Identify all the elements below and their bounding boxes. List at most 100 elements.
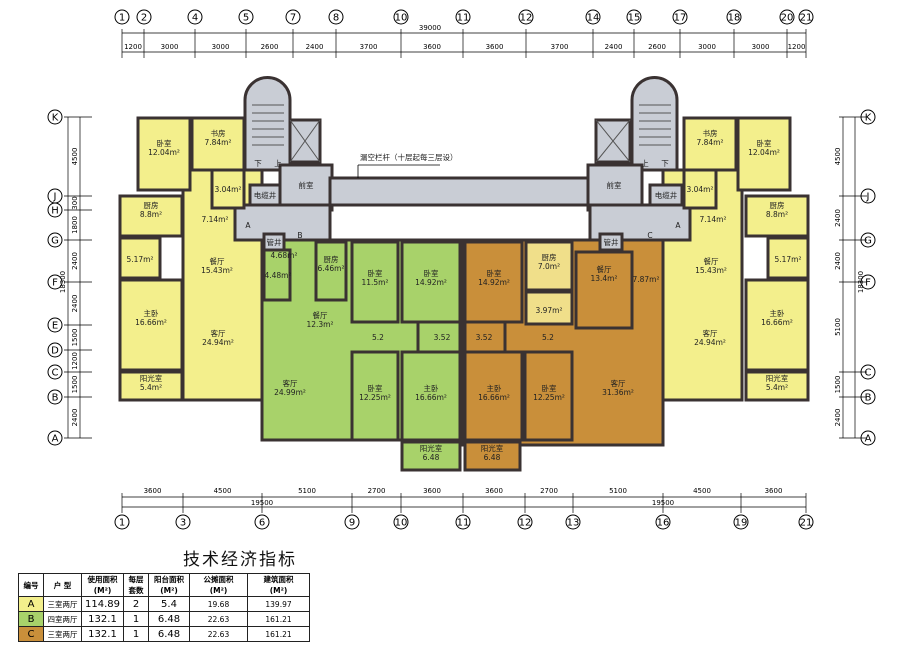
top-axis-bubble	[798, 9, 814, 25]
left-axis-label: B	[52, 393, 59, 404]
room-outline	[400, 240, 462, 324]
core-label: 上	[274, 159, 282, 168]
top-axis-label: 14	[587, 13, 600, 24]
left-dimension-label: 300	[71, 196, 79, 209]
core-left	[233, 76, 692, 252]
room-area: 5.17m²	[774, 255, 801, 264]
top-axis-label: 5	[243, 13, 249, 24]
bottom-axis-label: 3	[180, 518, 186, 529]
room-outline	[463, 350, 524, 442]
rooms: 卧室12.04m²书房7.84m²3.04m²厨房8.8m²5.17m²主卧16…	[118, 116, 810, 472]
row-per-floor: 1	[123, 626, 149, 642]
left-dimension-label: 2400	[71, 409, 79, 427]
top-axis-bubble	[455, 9, 471, 25]
room-outline	[463, 240, 524, 324]
room-area: 14.92m²	[415, 278, 447, 287]
room-area: 16.66m²	[135, 318, 167, 327]
row-balcony: 5.4	[148, 596, 190, 612]
row-id: B	[18, 611, 44, 627]
room-area: 7.84m²	[696, 138, 723, 147]
room-area: 7.0m²	[538, 262, 560, 271]
room-outline	[736, 116, 792, 192]
room-area: 4.68m²	[270, 251, 297, 260]
core-label: 下	[254, 159, 262, 168]
room-outline	[744, 194, 810, 238]
elevator-cross-icon	[289, 119, 631, 163]
core-label: 管井	[267, 237, 282, 247]
row-shared: 22.63	[189, 626, 248, 642]
left-dimension-label: 1200	[71, 352, 79, 370]
header-shared: 公摊面积(M²)	[189, 573, 248, 597]
bottom-axis-bubble	[344, 514, 360, 530]
room-area: 5.4m²	[140, 383, 162, 392]
room-area: 15.43m²	[201, 266, 233, 275]
room-name: 客厅	[211, 328, 226, 338]
bottom-axis-bubble	[655, 514, 671, 530]
corridor	[328, 176, 592, 207]
room-name: 阳光室	[481, 443, 504, 453]
room-outline	[744, 278, 810, 372]
top-axis-bubble	[626, 9, 642, 25]
room-name: 厨房	[542, 252, 557, 262]
room-name: 阳光室	[140, 373, 163, 383]
core-labels: 前室电缆井AB下上前室电缆井CA上下管井管井	[245, 159, 681, 247]
room-name: 主卧	[487, 383, 502, 393]
left-axis-bubble	[47, 202, 63, 218]
room-area: 12.3m²	[306, 320, 333, 329]
left-axis-bubble	[47, 342, 63, 358]
stair-right	[630, 76, 679, 172]
bottom-axis-bubble	[565, 514, 581, 530]
top-dimension-label: 3600	[423, 43, 441, 51]
bottom-total-label: 19500	[251, 499, 273, 507]
front-room-right	[586, 163, 644, 212]
core-label: 上	[641, 159, 649, 168]
room-area: 31.36m²	[602, 388, 634, 397]
room-name: 卧室	[757, 138, 772, 148]
room-area: 16.66m²	[478, 393, 510, 402]
core-label: 电缆井	[655, 190, 678, 200]
room: 7.14m²	[201, 215, 228, 224]
left-axis-bubble	[47, 430, 63, 446]
bottom-axis-label: 12	[519, 518, 532, 529]
room-outline	[118, 236, 162, 280]
core-label: 前室	[607, 180, 622, 190]
room-name: 卧室	[487, 268, 502, 278]
lobby-right	[588, 203, 692, 242]
room-area: 4.48m²	[264, 271, 291, 280]
bottom-total-label: 19500	[652, 499, 674, 507]
right-dimension-label: 2400	[834, 252, 842, 270]
row-per-floor: 2	[123, 596, 149, 612]
row-type: 三室两厅	[43, 596, 82, 612]
room-area: 12.04m²	[748, 148, 780, 157]
bottom-axis-bubble	[517, 514, 533, 530]
room-area: 6.48	[484, 453, 501, 462]
room-area: 5.17m²	[126, 255, 153, 264]
left-axis-label: F	[52, 278, 58, 289]
top-axis-label: 20	[781, 13, 794, 24]
top-axis-bubble	[585, 9, 601, 25]
top-dimension-label: 3000	[698, 43, 716, 51]
top-dimension-label: 1200	[124, 43, 142, 51]
bottom-axis-bubble	[393, 514, 409, 530]
bottom-dimension-label: 2700	[368, 487, 386, 495]
room-area: 3.52	[434, 333, 451, 342]
room: 3.04m²	[210, 168, 246, 210]
right-axis-label: K	[865, 113, 872, 124]
room-name: 卧室	[368, 383, 383, 393]
right-axis-label: G	[864, 236, 872, 247]
header-gross: 建筑面积(M²)	[247, 573, 310, 597]
stair-tread-lines	[252, 104, 671, 146]
room: 厨房7.0m²	[524, 240, 574, 292]
top-axis-label: 21	[800, 13, 813, 24]
row-shared: 22.63	[189, 611, 248, 627]
top-axis-bubble	[726, 9, 742, 25]
table-row: C 三室两厅 132.1 1 6.48 22.63 161.21	[18, 626, 310, 642]
top-dimension-label: 3700	[551, 43, 569, 51]
room-name: 主卧	[770, 308, 785, 318]
bottom-dimension-label: 4500	[693, 487, 711, 495]
room-area: 16.66m²	[415, 393, 447, 402]
bottom-dimension-label: 3600	[485, 487, 503, 495]
room-outline	[682, 116, 738, 172]
